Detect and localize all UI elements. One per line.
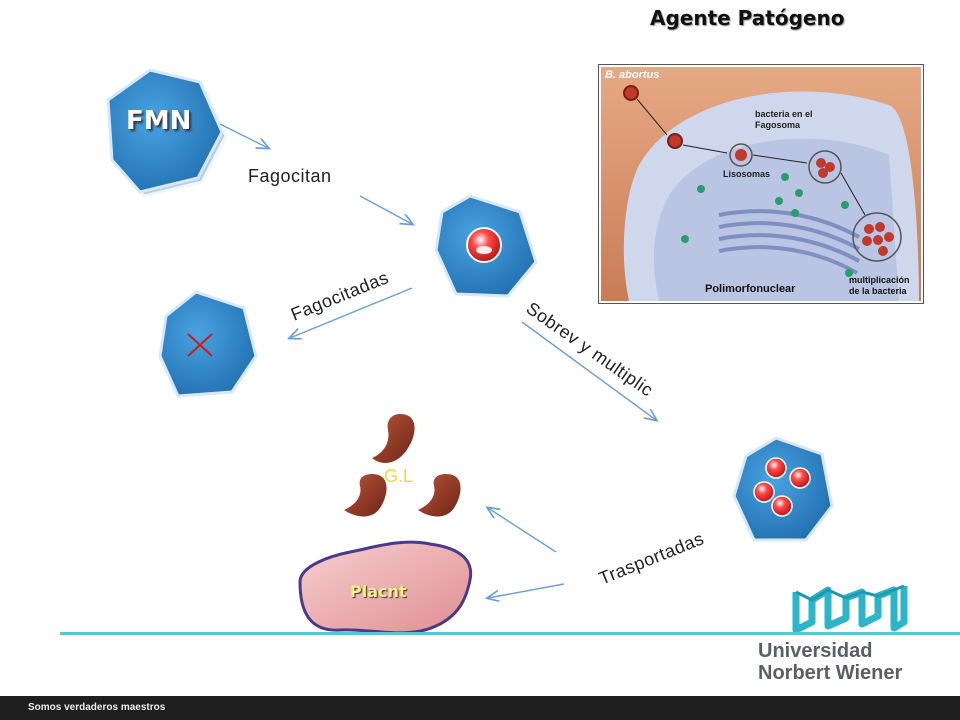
arrow-fagocitadas [290,287,413,338]
arrow-fagocitan-1 [219,123,268,148]
page-title: Agente Patógeno [650,6,845,30]
gl-label: G.L [384,466,414,486]
b-abortus-illustration [601,67,921,301]
inset-polimorfonuclear-label: Polimorfonuclear [705,283,796,295]
phagocyte-with-bacterium [434,194,538,298]
arrow-fagocitan-2 [359,195,412,224]
inset-fagosoma-label: bacteria en el Fagosoma [755,109,813,130]
university-line-1: Universidad [758,640,873,662]
footer-bar: Somos verdaderos maestros [0,696,960,720]
university-name: Universidad Norbert Wiener [758,640,902,684]
b-abortus-figure: B. abortus bacteria en el Fagosoma Lisos… [598,64,924,304]
lymph-glands [344,414,461,517]
arrow-trasportadas-organs [488,508,557,553]
fmn-label: FMN [126,106,192,136]
university-logo-icon [792,584,908,634]
fmn-cell [106,68,228,198]
university-line-2: Norbert Wiener [758,662,903,684]
cell-with-multiplied-bacteria [732,436,834,542]
placenta-label: Placnt [350,582,407,601]
destroyed-cell [158,290,258,398]
placenta-shape [298,540,473,635]
inset-lisosomas-label: Lisosomas [723,169,771,179]
footer-slogan: Somos verdaderos maestros [28,702,166,713]
arrow-trasportadas-placenta [488,583,565,598]
inset-multiplicacion-label: multiplicación de la bacteria [849,275,910,296]
divider-line [60,632,960,635]
fagocitan-label: Fagocitan [248,166,332,186]
inset-species-label: B. abortus [605,69,660,81]
arrow-sobrev [521,321,656,420]
